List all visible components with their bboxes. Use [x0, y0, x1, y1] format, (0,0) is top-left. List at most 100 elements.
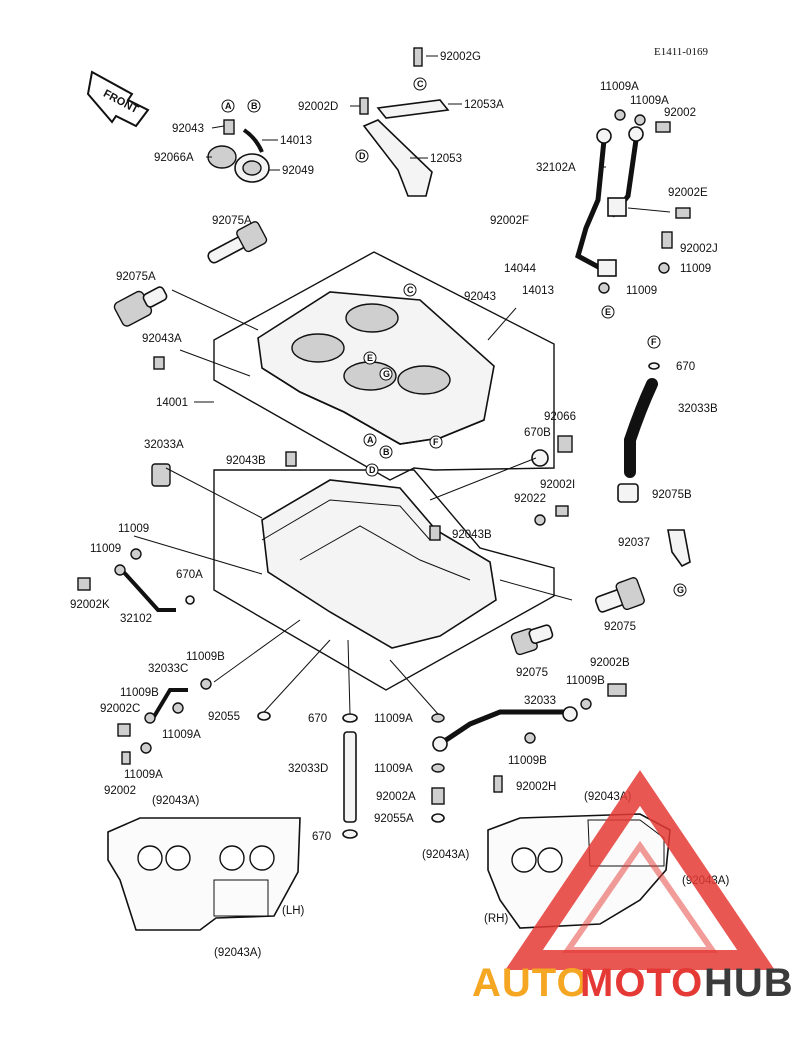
watermark-auto: AUTO [472, 961, 589, 1005]
label-32102: 32102 [120, 613, 152, 625]
svg-text:C: C [407, 285, 414, 295]
label-11009B-r: 11009B [566, 675, 605, 687]
label-11009A-c2: 11009A [374, 763, 413, 775]
watermark-triangle-icon [505, 770, 775, 970]
svg-text:B: B [383, 447, 390, 457]
label-92043-mid: 92043 [464, 291, 496, 303]
label-92066A: 92066A [154, 152, 194, 164]
label-32033D: 32033D [288, 763, 328, 775]
label-11009A-2: 11009A [630, 95, 669, 107]
marker-a-top: A [221, 99, 235, 113]
label-92075B: 92075B [652, 489, 692, 501]
part-group-left [77, 463, 195, 612]
label-92055: 92055 [208, 711, 240, 723]
marker-f-right: F [647, 335, 661, 349]
label-92043A-lh-top: (92043A) [152, 795, 199, 807]
svg-text:D: D [359, 151, 366, 161]
svg-text:F: F [651, 337, 657, 347]
part-group-right [510, 529, 691, 710]
label-92002E: 92002E [668, 187, 708, 199]
label-11009-l2: 11009 [90, 543, 121, 555]
label-92022: 92022 [514, 493, 546, 505]
label-92002C: 92002C [100, 703, 140, 715]
label-14001: 14001 [156, 397, 188, 409]
label-92043A-rh-top: (92043A) [584, 791, 631, 803]
watermark-hub: HUB [704, 961, 794, 1005]
label-92043A-lh-bot: (92043A) [214, 947, 261, 959]
label-670-r: 670 [676, 361, 695, 373]
marker-d-top: D [355, 149, 369, 163]
breather-cover-part [359, 47, 450, 197]
part-labels: 92002G 12053A 92002D 12053 92043 14013 9… [70, 51, 729, 959]
svg-text:G: G [677, 585, 684, 595]
label-92002-tr: 92002 [664, 107, 696, 119]
marker-d-case: D [365, 463, 379, 477]
marker-b-case: B [379, 445, 393, 459]
marker-a-case: A [363, 433, 377, 447]
label-11009A-l: 11009A [162, 729, 201, 741]
front-arrow-icon: FRONT [86, 70, 150, 128]
label-11009-l1: 11009 [118, 523, 149, 535]
label-rh: (RH) [484, 913, 508, 925]
label-lh: (LH) [282, 905, 305, 917]
svg-text:A: A [225, 101, 232, 111]
marker-f-case: F [429, 435, 443, 449]
label-92002J: 92002J [680, 243, 718, 255]
label-32033A: 32033A [144, 439, 184, 451]
label-14044: 14044 [504, 263, 537, 275]
label-11009-r2: 11009 [626, 285, 657, 297]
lower-crankcase [213, 451, 555, 691]
svg-text:A: A [367, 435, 374, 445]
svg-text:C: C [417, 79, 424, 89]
diagram-ref-code: E1411-0169 [654, 46, 708, 58]
svg-text:B: B [251, 101, 258, 111]
label-92002H: 92002H [516, 781, 556, 793]
label-92043B-b: 92043B [452, 529, 492, 541]
marker-g-right: G [673, 583, 687, 597]
watermark-logo: AUTO MOTO HUB [472, 770, 794, 1005]
crankcase-view-lh [107, 817, 301, 931]
pipe-32033D [257, 711, 445, 839]
label-92002I: 92002I [540, 479, 575, 491]
svg-text:E: E [605, 307, 611, 317]
label-92002K: 92002K [70, 599, 110, 611]
pipe-32033C [117, 678, 212, 765]
marker-e-right: E [601, 305, 615, 319]
label-92002B: 92002B [590, 657, 630, 669]
label-32033: 32033 [524, 695, 556, 707]
label-92043B-a: 92043B [226, 455, 266, 467]
upper-crankcase [213, 251, 555, 481]
svg-text:E: E [367, 353, 373, 363]
label-92043A: 92043A [142, 333, 182, 345]
svg-text:G: G [383, 369, 390, 379]
label-11009B-l2: 11009B [120, 687, 159, 699]
label-32033B: 32033B [678, 403, 718, 415]
svg-text:F: F [433, 437, 439, 447]
label-92043-top: 92043 [172, 123, 204, 135]
marker-g-case: G [379, 367, 393, 381]
label-32033C: 32033C [148, 663, 188, 675]
label-11009-r1: 11009 [680, 263, 711, 275]
label-92002G: 92002G [440, 51, 481, 63]
label-92055A: 92055A [374, 813, 414, 825]
label-12053A: 12053A [464, 99, 504, 111]
label-92075A-top: 92075A [212, 215, 252, 227]
leader-lines [133, 55, 671, 715]
marker-b-top: B [247, 99, 261, 113]
label-11009A-c: 11009A [374, 713, 413, 725]
label-670B: 670B [524, 427, 551, 439]
label-92002D: 92002D [298, 101, 338, 113]
label-12053: 12053 [430, 153, 462, 165]
label-670A: 670A [176, 569, 203, 581]
hose-32033B [531, 362, 660, 526]
label-92002F: 92002F [490, 215, 529, 227]
reference-markers: A B C D C E G A B F D E F G [221, 77, 687, 597]
label-92075: 92075 [604, 621, 636, 633]
oil-pipe-32033 [432, 706, 578, 793]
label-14013-top: 14013 [280, 135, 312, 147]
label-11009B-rr: 11009B [508, 755, 547, 767]
label-11009A-l2: 11009A [124, 769, 163, 781]
label-92066: 92066 [544, 411, 576, 423]
label-92002-l: 92002 [104, 785, 136, 797]
